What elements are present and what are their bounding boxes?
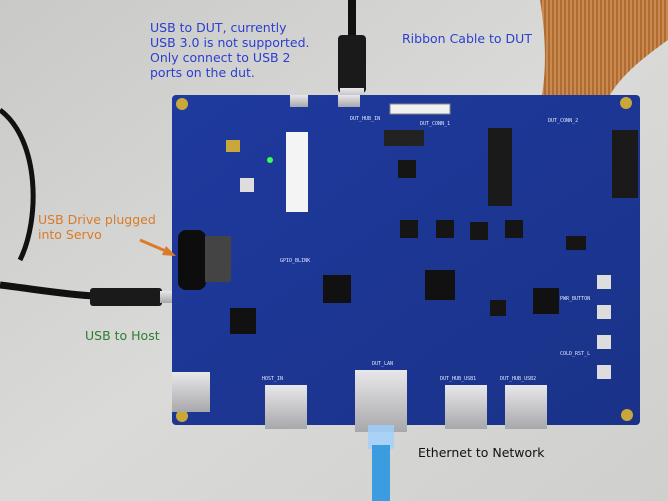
silkscreen-dut-lan: DUT_LAN [372, 361, 393, 367]
ic-chip [566, 236, 586, 250]
ic-chip [323, 275, 351, 303]
usb-drive-annotation: USB Drive plugged into Servo [38, 212, 156, 242]
ribbon-cable-annotation: Ribbon Cable to DUT [402, 31, 532, 46]
push-button [597, 275, 611, 289]
usb-a-port-left [172, 372, 210, 412]
silkscreen-cold-rst: COLD_RST_L [560, 351, 590, 357]
ic-chip [400, 220, 418, 238]
push-button [597, 335, 611, 349]
ethernet-annotation: Ethernet to Network [418, 445, 545, 460]
pin-header-top [384, 130, 424, 146]
ic-chip [490, 300, 506, 316]
usb-to-dut-annotation: USB to DUT, currently USB 3.0 is not sup… [150, 20, 310, 80]
silkscreen-dut-hub-usb1: DUT_HUB_USB1 [440, 376, 476, 382]
status-led [267, 157, 273, 163]
ethernet-jack [355, 370, 407, 432]
host-usb-cable [0, 281, 96, 300]
push-button [597, 305, 611, 319]
ic-chip [470, 222, 488, 240]
ic-chip [505, 220, 523, 238]
usb-a-port-dut2 [505, 385, 547, 429]
silkscreen-dut-hub-in: DUT_HUB_IN [350, 116, 380, 122]
usb-a-port-host [265, 385, 307, 429]
push-button [597, 365, 611, 379]
mounting-hole [176, 98, 188, 110]
ribbon-cable [540, 0, 668, 105]
mounting-hole [176, 410, 188, 422]
host-usb-plug [90, 288, 162, 306]
ic-chip [398, 160, 416, 178]
usb-drive [178, 230, 206, 290]
tactile-button [240, 178, 254, 192]
silkscreen-host-in: HOST_IN [262, 376, 283, 382]
ethernet-cable [372, 445, 390, 501]
ic-chip [533, 288, 559, 314]
silkscreen-dut-conn-1: DUT_CONN_1 [420, 121, 450, 127]
arrow-icon [139, 238, 176, 256]
dut-usb-plug [338, 35, 366, 93]
flat-connector [389, 103, 451, 115]
silkscreen-dut-hub-usb2: DUT_HUB_USB2 [500, 376, 536, 382]
silkscreen-pwr-button: PWR_BUTTON [560, 296, 590, 302]
mounting-hole [620, 97, 632, 109]
ic-chip [425, 270, 455, 300]
micro-usb-port-1 [290, 95, 308, 107]
silkscreen-gpio-blink: GPIO_BLINK [280, 258, 310, 264]
mounting-hole [621, 409, 633, 421]
silkscreen-dut-conn-2: DUT_CONN_2 [548, 118, 578, 124]
usb-drive-port [205, 236, 231, 282]
board-label-sticker [286, 132, 308, 212]
crystal [226, 140, 240, 152]
micro-usb-port-2 [338, 95, 360, 107]
usb-a-port-dut1 [445, 385, 487, 429]
pin-header-right-2 [612, 130, 638, 198]
ic-chip [436, 220, 454, 238]
usb-to-host-annotation: USB to Host [85, 328, 160, 343]
ic-chip [230, 308, 256, 334]
pin-header-right-1 [488, 128, 512, 206]
black-cable-left [0, 108, 36, 262]
